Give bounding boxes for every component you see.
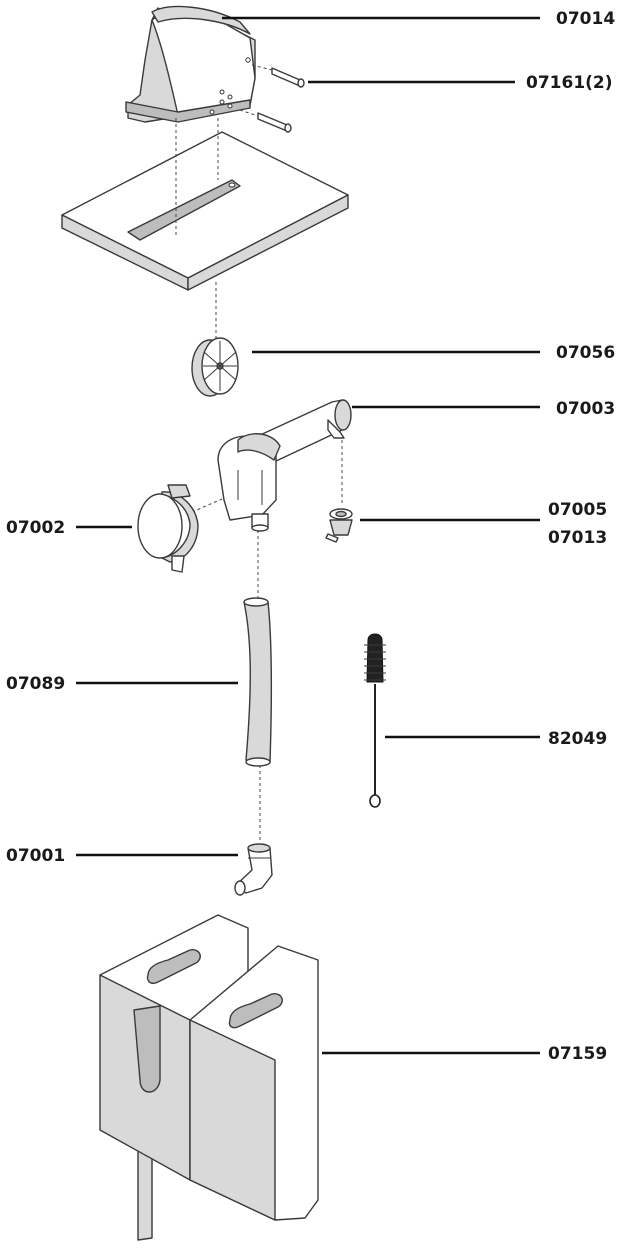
label-07056: 07056 bbox=[556, 343, 615, 363]
label-07161: 07161(2) bbox=[526, 73, 613, 93]
part-07003-arm bbox=[217, 399, 352, 532]
part-07005-valve bbox=[325, 508, 353, 543]
part-07159-holder bbox=[99, 914, 319, 1241]
label-07089: 07089 bbox=[6, 674, 65, 694]
part-07089-hose bbox=[243, 597, 273, 767]
part-07161-pins bbox=[239, 64, 305, 133]
label-07013: 07013 bbox=[548, 528, 607, 548]
label-82049: 82049 bbox=[548, 729, 607, 749]
part-07002-cap bbox=[137, 484, 199, 573]
label-07003: 07003 bbox=[556, 399, 615, 419]
alignment-lines bbox=[175, 118, 343, 840]
mounting-plate bbox=[61, 131, 349, 291]
part-labels: 07014 07161(2) 07056 07003 07005 07013 0… bbox=[6, 9, 615, 1064]
part-07014-hood bbox=[125, 5, 256, 123]
label-07002: 07002 bbox=[6, 518, 65, 538]
part-07001-elbow bbox=[234, 843, 273, 896]
part-07056-wheel bbox=[191, 337, 239, 397]
label-07159: 07159 bbox=[548, 1044, 607, 1064]
label-07001: 07001 bbox=[6, 846, 65, 866]
leader-lines bbox=[76, 16, 540, 1055]
label-07005: 07005 bbox=[548, 500, 607, 520]
part-82049-brush bbox=[364, 633, 386, 808]
label-07014: 07014 bbox=[556, 9, 615, 29]
